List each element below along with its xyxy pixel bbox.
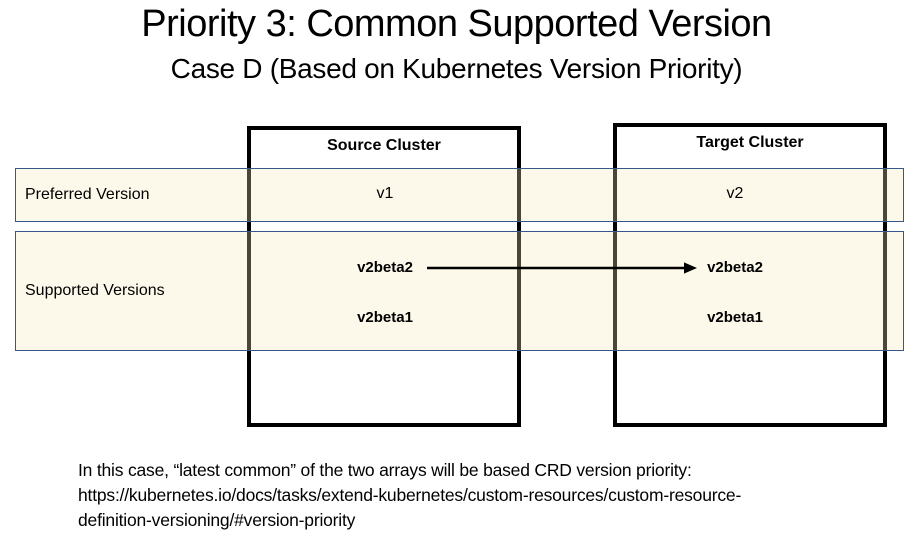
source-cluster-header: Source Cluster (327, 137, 441, 154)
source-preferred-version: v1 (376, 185, 394, 202)
supported-versions-row: Supported Versions v2beta2 v2beta1 v2bet… (15, 231, 904, 351)
footer-note-line-1: In this case, “latest common” of the two… (78, 460, 692, 480)
page-title: Priority 3: Common Supported Version (141, 3, 772, 45)
target-preferred-version: v2 (726, 185, 744, 202)
footer-note: In this case, “latest common” of the two… (78, 458, 868, 533)
page-subtitle: Case D (Based on Kubernetes Version Prio… (170, 53, 743, 84)
source-supported-version-1: v2beta2 (357, 259, 413, 276)
target-cluster-header: Target Cluster (696, 134, 804, 151)
target-supported-version-2: v2beta1 (707, 309, 763, 326)
footer-note-line-2: https://kubernetes.io/docs/tasks/extend-… (78, 485, 742, 505)
supported-versions-label: Supported Versions (25, 282, 165, 299)
source-supported-version-2: v2beta1 (357, 309, 413, 326)
target-cluster-box: Target Cluster (613, 123, 887, 427)
target-supported-version-1: v2beta2 (707, 259, 763, 276)
preferred-version-label: Preferred Version (25, 186, 150, 203)
footer-note-line-3: definition-versioning/#version-priority (78, 510, 356, 530)
preferred-version-row: Preferred Version v1 v2 (15, 168, 904, 222)
source-cluster-box: Source Cluster (247, 126, 521, 427)
